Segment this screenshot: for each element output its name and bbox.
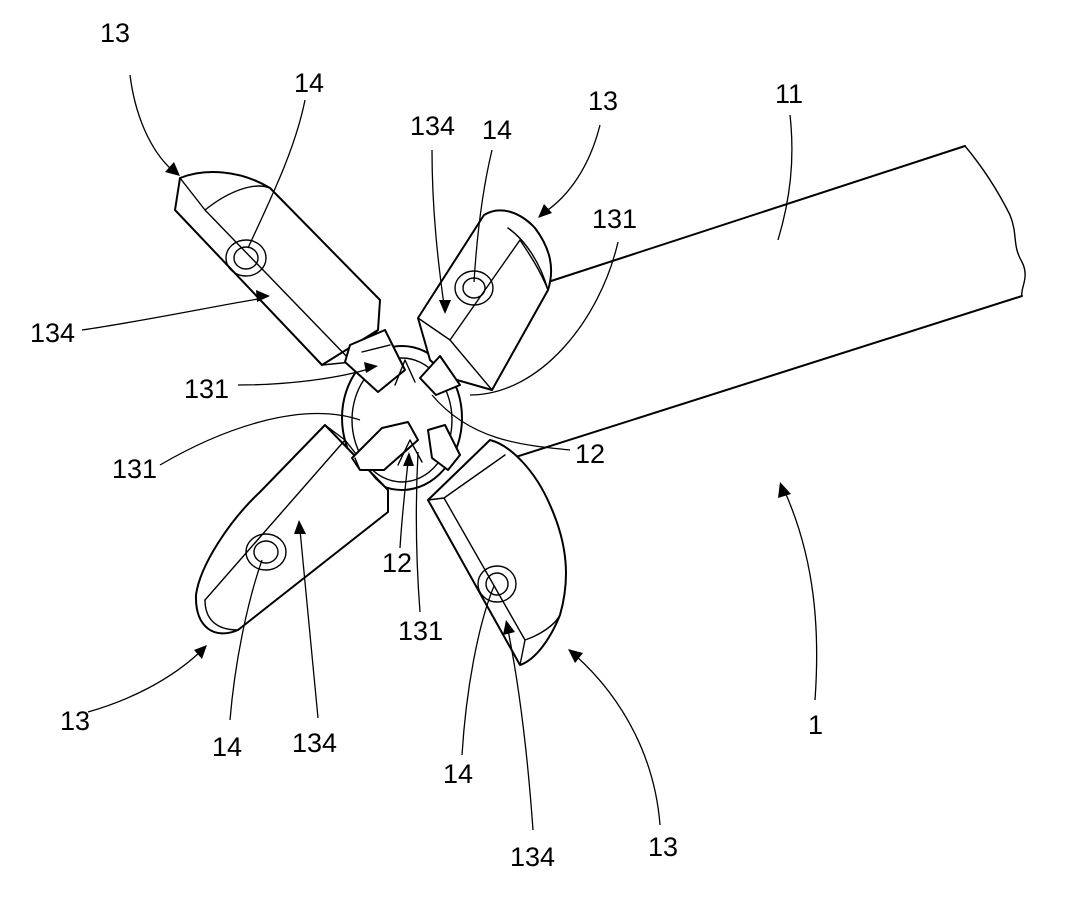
label-134-bottom-right: 134 (510, 842, 555, 872)
label-131-upper-right: 131 (592, 204, 637, 234)
label-134-bottom-left: 134 (292, 728, 337, 758)
label-134-upper-left: 134 (30, 318, 75, 348)
label-14-upper-left: 14 (294, 68, 324, 98)
main-tube (500, 146, 1025, 462)
label-13-bottom-left: 13 (60, 706, 90, 736)
label-13-top-left: 13 (100, 18, 130, 48)
label-12-right: 12 (575, 439, 605, 469)
jaw-upper-left (175, 172, 405, 392)
label-14-bottom-right: 14 (443, 759, 473, 789)
label-134-upper-right: 134 (410, 111, 455, 141)
label-14-bottom-left: 14 (212, 732, 242, 762)
label-1: 1 (808, 710, 823, 740)
label-11: 11 (775, 79, 803, 109)
label-13-top-right: 13 (588, 86, 618, 116)
jaw-upper-right (418, 210, 551, 395)
label-131-bottom: 131 (398, 616, 443, 646)
jaw-lower-right (428, 425, 566, 665)
label-131-lower-left: 131 (112, 454, 157, 484)
label-131-left: 131 (184, 374, 229, 404)
label-14-upper-right: 14 (482, 115, 512, 145)
label-12-bottom: 12 (382, 548, 412, 578)
label-13-bottom-right: 13 (648, 832, 678, 862)
reference-labels: 13 14 134 131 131 134 14 13 131 11 12 12… (30, 18, 823, 872)
